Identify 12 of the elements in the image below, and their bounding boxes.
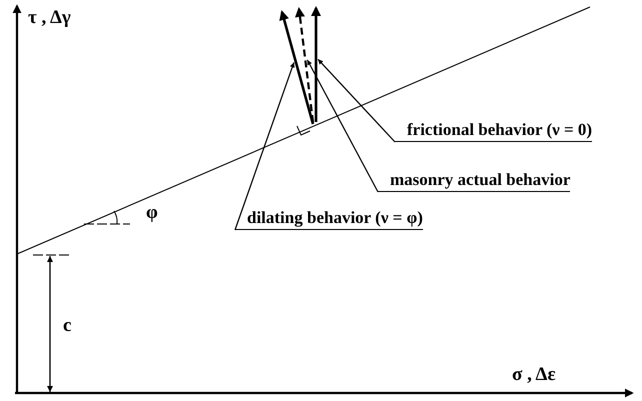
axis-label: σ , Δε xyxy=(512,365,556,385)
leader-line xyxy=(234,62,295,230)
leader-line xyxy=(306,60,379,192)
callout-label: masonry actual behavior xyxy=(378,170,570,192)
angle-label: φ xyxy=(146,203,158,223)
displacement-vector xyxy=(311,6,321,122)
axis-label: τ , Δγ xyxy=(28,8,71,28)
leader-line xyxy=(318,58,396,142)
dimension-label: c xyxy=(63,316,72,336)
displacement-vector xyxy=(279,10,314,124)
callout-label: frictional behavior (ν = 0) xyxy=(395,120,592,142)
callout-label: dilating behavior (ν = φ) xyxy=(235,208,423,230)
